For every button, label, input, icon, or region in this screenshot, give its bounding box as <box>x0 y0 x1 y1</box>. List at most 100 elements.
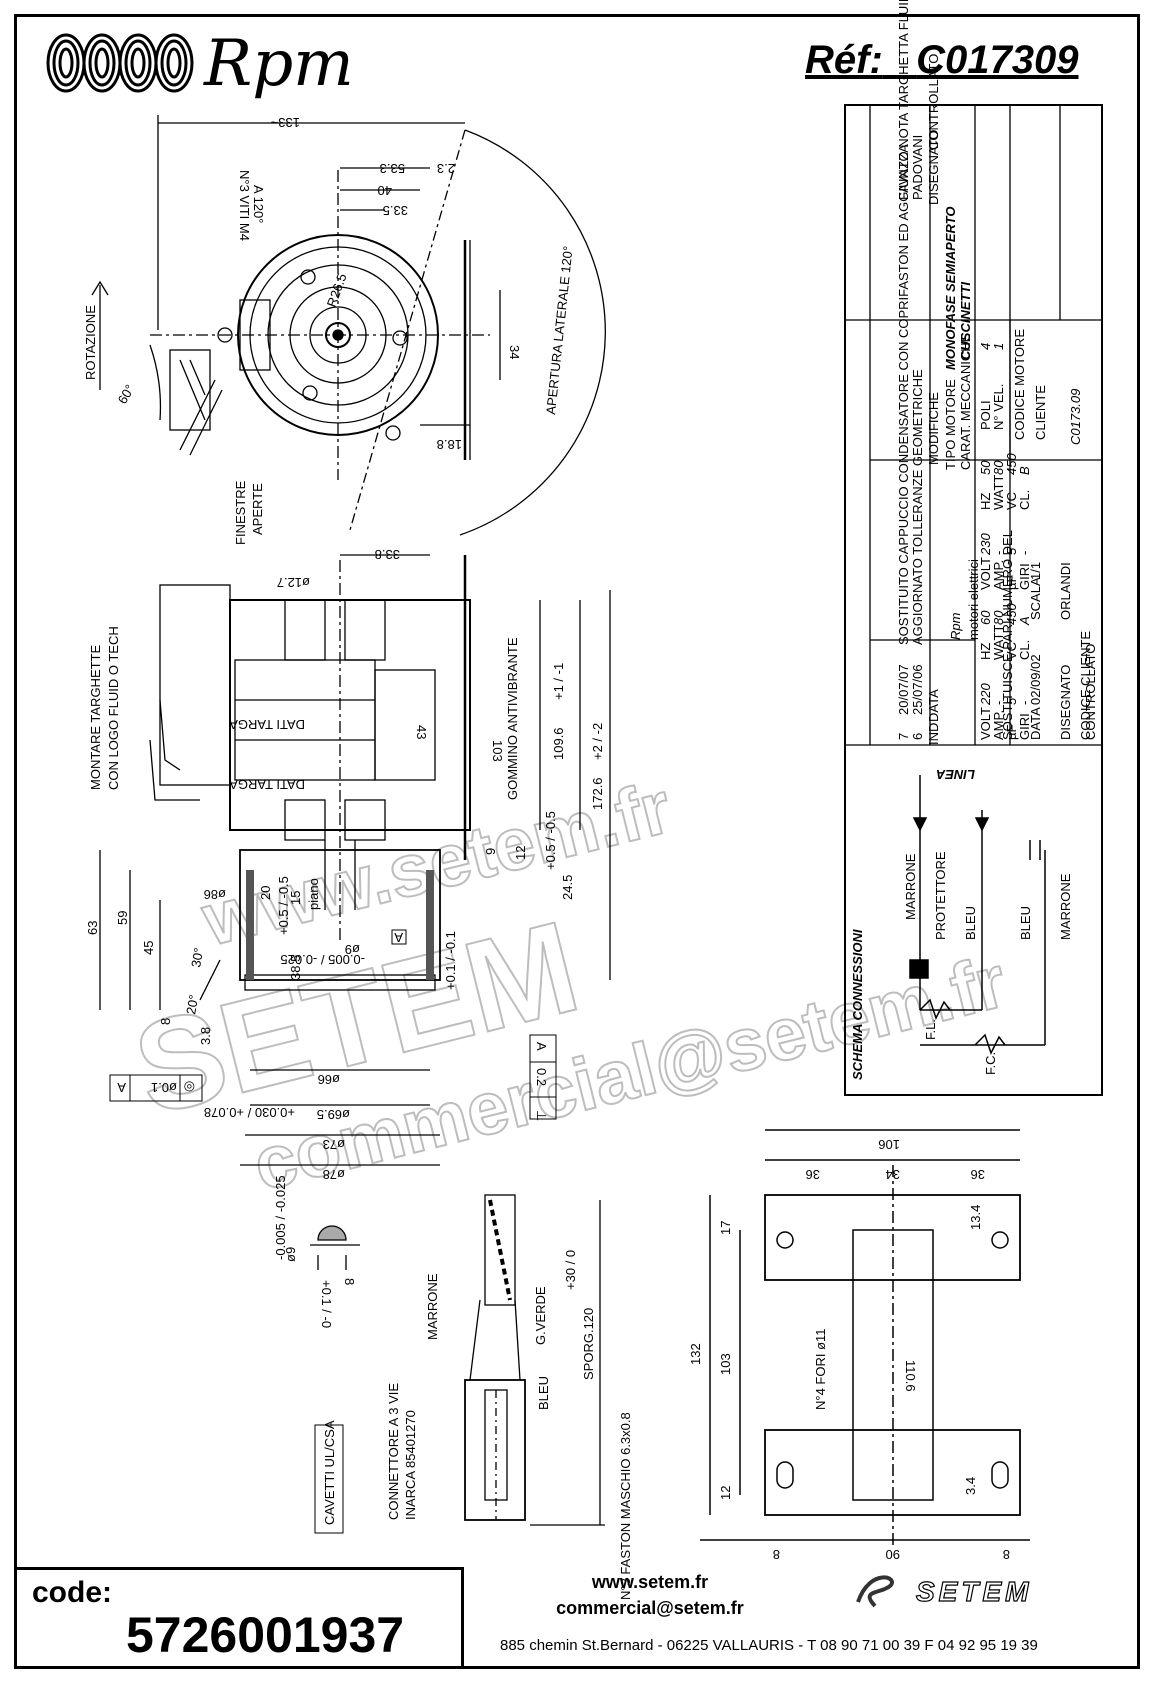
dim-9: 9 <box>483 848 498 855</box>
spec-3-2: CL. <box>1017 640 1032 660</box>
datum-a: A <box>394 930 403 945</box>
schema-bleu-2: BLEU <box>1018 906 1033 940</box>
bracket-labels: 106 36 34 36 17 13.4 132 103 110.6 N°4 F… <box>688 1137 1010 1562</box>
tb-brand-sub: motori elettrici <box>966 559 981 640</box>
tb-disegnato-label: DISEGNATO <box>1058 665 1073 740</box>
connector-faston: N°3 FASTON MASCHIO 6.3x0.8 <box>618 1412 633 1600</box>
screws-angle: A 120° <box>251 185 266 223</box>
schema-title: SCHEMA CONNESSIONI <box>850 929 865 1080</box>
bracket-34: 34 <box>886 1167 900 1182</box>
setem-logo-text: SETEM <box>915 1575 1033 1607</box>
rev-6-ind: 6 <box>910 733 925 740</box>
schema-marrone-1: MARRONE <box>903 853 918 920</box>
dim-20: 20 <box>258 886 273 900</box>
dim-34: 34 <box>507 345 522 359</box>
spec-0-5: 230 <box>978 533 993 556</box>
spec-0-0: VOLT <box>978 707 993 740</box>
dim-18-8: 18.8 <box>437 437 462 452</box>
tb-sostituisce-val: - <box>1000 561 1015 565</box>
dim-33-8: 33.8 <box>375 547 400 562</box>
tipo-motore-label: TIPO MOTORE <box>943 379 958 470</box>
tol-109-6: +1 / -1 <box>551 663 566 700</box>
drawing-frame <box>14 14 1140 1669</box>
datum-a-box <box>391 929 407 945</box>
tol-69-5: +0.030 / +0.078 <box>204 1105 295 1120</box>
connector-line-1: CONNETTORE A 3 VIE <box>386 1383 401 1520</box>
title-block-info: Rpm motori elettrici SOSTITUISCE PARI NU… <box>948 530 1098 740</box>
shaft-detail-diameter: ø9 <box>283 1247 298 1262</box>
setem-logo: SETEM <box>850 1572 1110 1612</box>
spec-1-2: WATT <box>991 625 1006 660</box>
spec-2-3: 450 <box>1004 603 1019 625</box>
schema-marrone-2: MARRONE <box>1058 873 1073 940</box>
shaft-detail-tol-8: +0.1 / -0 <box>319 1280 334 1328</box>
schema-protettore: PROTETTORE <box>933 851 948 940</box>
col-controllato: CONTROLLATO <box>926 54 941 150</box>
carat-label: CARAT. MECCANICHE <box>958 333 973 470</box>
perp-value: 0.2 <box>534 1068 549 1086</box>
connector-line-2: INARCA 85401270 <box>403 1410 418 1520</box>
setem-swoosh-icon <box>856 1575 894 1608</box>
tb-scala-label: SCALA <box>1028 577 1043 620</box>
rotation-label: ROTAZIONE <box>83 305 98 380</box>
col-disegnato: DISEGNATO <box>926 130 941 205</box>
bracket-8-right: 8 <box>1003 1547 1010 1562</box>
tol-0-1: +0.1 / -0.1 <box>443 931 458 990</box>
bracket-110-6: 110.6 <box>903 1360 918 1392</box>
codice-motore-label: CODICE MOTORE <box>1012 329 1027 440</box>
plate-data-2: DATI TARGA <box>229 777 305 792</box>
bracket-36-left: 36 <box>806 1167 820 1182</box>
connector-cables: CAVETTI UL/CSA <box>322 1420 337 1525</box>
motor-top-view <box>91 115 606 536</box>
connector-g-verde: G.VERDE <box>533 1286 548 1345</box>
shaft-detail-8: 8 <box>342 1278 357 1285</box>
dim-38-5: 38.5 <box>288 955 303 980</box>
dim-66: ø66 <box>318 1072 340 1087</box>
conc-datum: A <box>117 1080 126 1095</box>
spec-2-6: VC <box>1004 492 1019 510</box>
motor-side-view <box>99 554 611 1166</box>
spec-3-6: CL. <box>1017 490 1032 510</box>
connector-labels: MARRONE G.VERDE BLEU SPORG.120 +30 / 0 N… <box>314 1250 633 1600</box>
code-label: code: <box>32 1576 113 1609</box>
reference: Réf: C017309 <box>805 38 1079 83</box>
dim-24-5: 24.5 <box>560 875 575 900</box>
dim-53-3: 53.3 <box>380 161 405 176</box>
angle-20: 20° <box>183 994 201 1016</box>
spec-1-0: AMP. <box>991 710 1006 740</box>
cliente-label: CLIENTE <box>1033 385 1048 440</box>
vel: 1 <box>991 343 1006 350</box>
spec-2-7: 450 <box>1004 453 1019 475</box>
col-ind: IND <box>926 723 941 745</box>
footer-email: commercial@setem.fr <box>556 1598 744 1618</box>
bracket-drawing <box>700 1129 1030 1545</box>
connector-drawing <box>464 1194 605 1526</box>
dim-12: 12 <box>513 846 528 860</box>
spec-0-6: HZ <box>978 493 993 510</box>
dim-109-6: 109.6 <box>551 727 566 760</box>
reference-label: Réf: <box>805 38 883 82</box>
spec-3-1: - <box>1017 701 1032 705</box>
shaft-detail-labels: ø9 -0.005 / -0.025 8 +0.1 / -0 <box>273 1175 357 1328</box>
tb-brand-logo: Rpm <box>948 612 963 640</box>
carat: CUSCINETTI <box>958 282 973 360</box>
shaft-detail <box>310 1225 360 1270</box>
dim-45: 45 <box>141 941 156 955</box>
spec-1-1: - <box>991 701 1006 705</box>
spec-0-1: 220 <box>978 683 993 706</box>
spec-3-5: - <box>1017 551 1032 555</box>
reference-value: C017309 <box>916 38 1079 82</box>
bracket-overall: 106 <box>878 1137 900 1152</box>
rev-6-text: AGGIORNATO TOLLERANZE GEOMETRICHE <box>910 369 925 645</box>
dim-172-6: 172.6 <box>590 777 605 810</box>
dim-2-3: 2.3 <box>437 161 455 176</box>
dim-15: 15 <box>288 891 303 905</box>
side-view-labels: FINESTRE APERTE MONTARE TARGHETTE CON LO… <box>85 480 605 1182</box>
rev-7-by: FAVAZZA <box>896 144 911 200</box>
perp-datum: A <box>534 1042 549 1051</box>
spec-0-4: VOLT <box>978 557 993 590</box>
codice-motore: C0173.09 <box>1068 389 1083 445</box>
connector-marrone: MARRONE <box>425 1273 440 1340</box>
nameplate-label-2: CON LOGO FLUID O TECH <box>106 626 121 790</box>
codice-cliente-label: CODICE CLIENTE <box>1078 631 1093 740</box>
